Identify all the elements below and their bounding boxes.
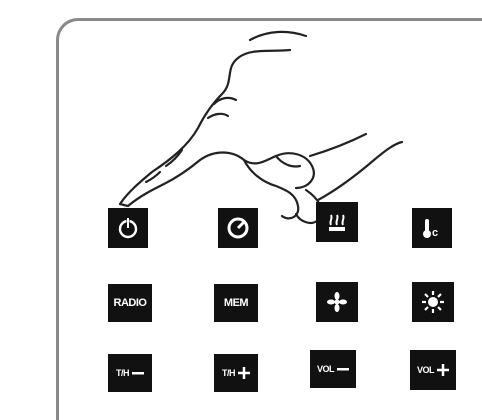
vol-plus-button[interactable]: VOL (410, 350, 456, 390)
memory-label: MEM (224, 297, 248, 309)
radio-label: RADIO (114, 297, 147, 309)
th-plus-button[interactable]: T/H (214, 354, 258, 392)
fan-button[interactable] (316, 282, 358, 322)
vol-minus-button[interactable]: VOL (310, 350, 356, 388)
temperature-button[interactable]: c (412, 208, 452, 248)
minus-icon (132, 369, 144, 377)
fan-icon (324, 289, 350, 315)
hand-illustration (0, 0, 482, 410)
plus-icon (437, 364, 449, 376)
temperature-celsius-icon: c (419, 215, 445, 241)
seat-heat-icon (323, 209, 351, 235)
power-icon (115, 215, 141, 241)
memory-button[interactable]: MEM (214, 284, 258, 322)
plus-icon (238, 367, 250, 379)
th-minus-label: T/H (116, 368, 129, 378)
radio-button[interactable]: RADIO (108, 284, 152, 322)
power-button[interactable] (108, 208, 148, 248)
th-plus-label: T/H (222, 368, 235, 378)
vol-minus-label: VOL (317, 364, 334, 374)
seat-heat-button[interactable] (316, 202, 358, 242)
timer-button[interactable] (218, 208, 258, 248)
timer-dial-icon (225, 215, 251, 241)
svg-text:c: c (432, 227, 438, 239)
vol-plus-label: VOL (417, 365, 434, 375)
sun-button[interactable] (412, 282, 454, 322)
sun-icon (420, 289, 446, 315)
minus-icon (337, 365, 349, 373)
th-minus-button[interactable]: T/H (108, 354, 152, 392)
